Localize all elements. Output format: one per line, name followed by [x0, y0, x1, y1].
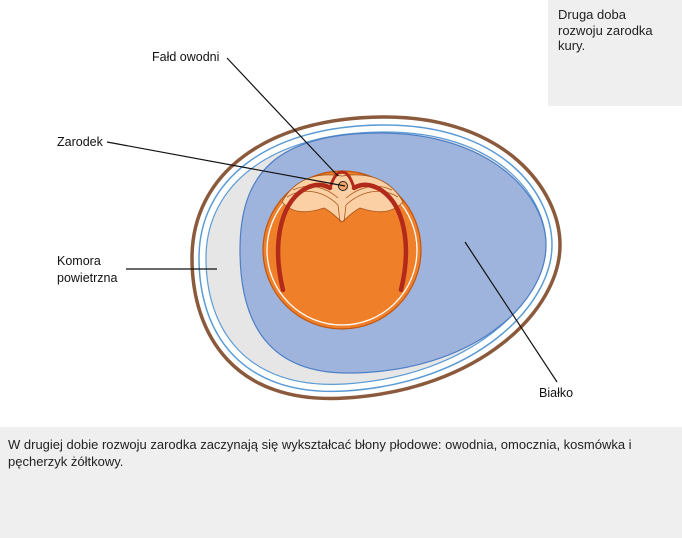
fold-line-1	[286, 190, 339, 206]
leader-embryo	[106, 141, 346, 187]
caption-box: W drugiej dobie rozwoju zarodka zaczynaj…	[0, 427, 682, 538]
outer-shell-membrane	[198, 124, 553, 393]
note-text: Druga doba rozwoju zarodka kury.	[558, 7, 653, 53]
amnion-fold-right	[351, 182, 409, 293]
amnion-fold-top	[328, 170, 356, 190]
label-albumen: Białko	[539, 386, 574, 400]
label-embryo: Zarodek	[57, 135, 103, 149]
egg-diagram	[106, 57, 562, 401]
fold-line-4	[345, 185, 393, 199]
caption-text: W drugiej dobie rozwoju zarodka zaczynaj…	[8, 437, 632, 469]
fold-line-3	[345, 190, 399, 206]
label-amnion-fold: Fałd owodni	[152, 50, 220, 64]
fold-line-5	[337, 204, 347, 223]
yolk-inner-ring	[266, 174, 418, 326]
leader-albumen	[464, 241, 558, 383]
fold-line-2	[292, 185, 339, 199]
label-air-chamber-line1: Komora	[57, 254, 101, 268]
amnion-fold-left	[275, 182, 333, 293]
note-box: Druga doba rozwoju zarodka kury.	[548, 0, 682, 106]
leader-amnion-fold	[226, 57, 339, 177]
label-air-chamber-line2: powietrzna	[57, 271, 118, 285]
